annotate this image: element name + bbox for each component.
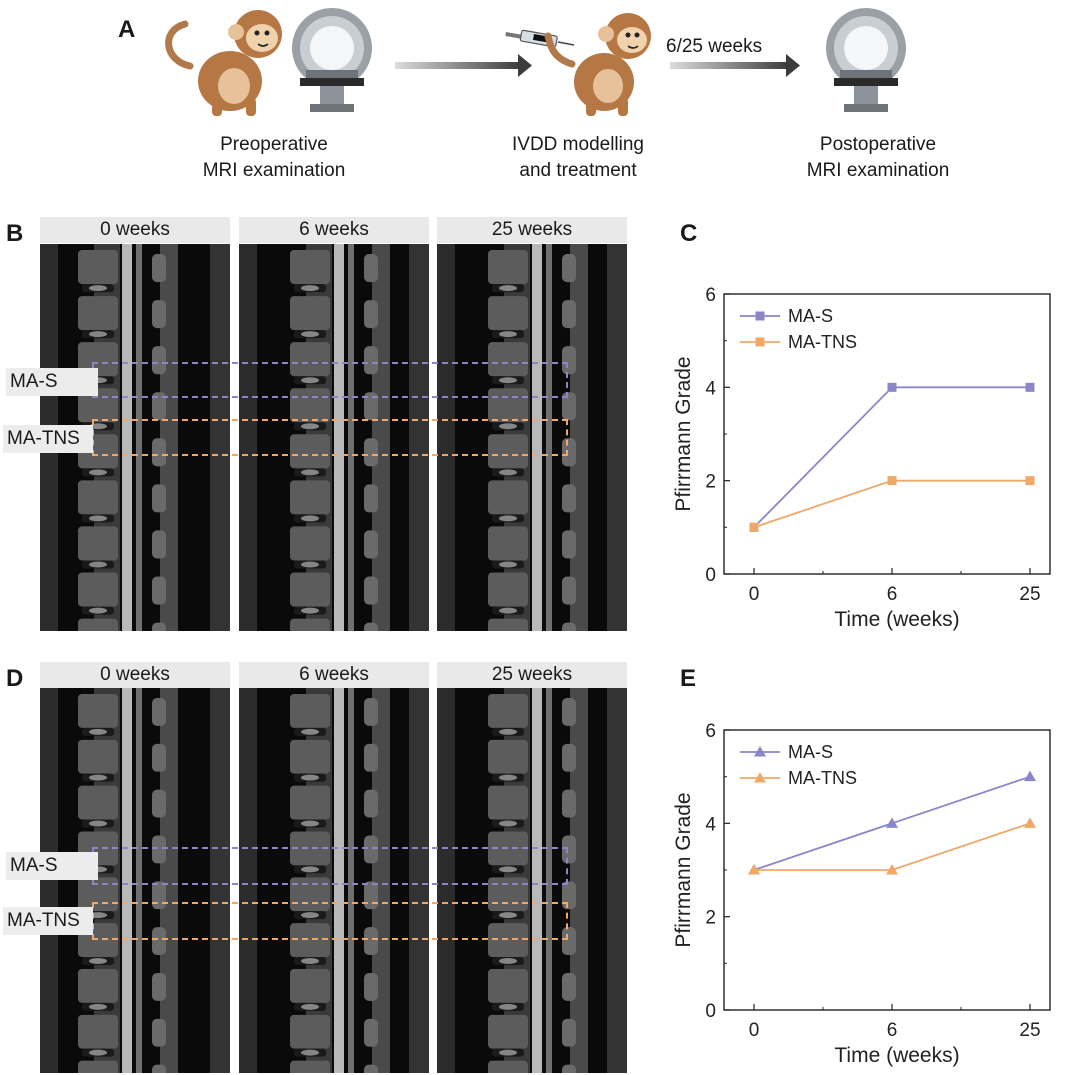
series-line-ma-tns (753, 479, 1030, 529)
data-point (887, 476, 897, 486)
caption-line: Postoperative (819, 134, 937, 155)
panel-label-c: C (680, 220, 698, 247)
data-point (748, 864, 760, 875)
caption-line: MRI examination (806, 160, 950, 181)
step3-caption: Postoperative MRI examination (768, 132, 988, 184)
legend-label: MA-S (788, 742, 833, 762)
caption-line: IVDD modelling (512, 134, 644, 155)
data-point (886, 864, 898, 875)
series-line-ma-s (753, 386, 1030, 528)
legend-marker (754, 746, 766, 757)
mri-spine-graphic (437, 688, 627, 1073)
y-tick-label: 4 (705, 814, 716, 835)
x-tick-label: 25 (1019, 584, 1040, 605)
arrow-label: 6/25 weeks (666, 36, 763, 57)
panel-label-e: E (680, 665, 697, 692)
y-axis-label: Pfirrmann Grade (672, 356, 695, 511)
x-tick-label: 0 (749, 1020, 760, 1041)
series-line-ma-tns (754, 822, 1031, 871)
mri-image (40, 688, 230, 1073)
x-tick-label: 6 (887, 1020, 898, 1041)
mri-spine-graphic (437, 244, 627, 631)
column-header: 0 weeks (40, 662, 230, 688)
monkey-icon (165, 10, 282, 116)
y-tick-label: 2 (705, 472, 716, 493)
mri-spine-graphic (40, 244, 230, 631)
panel-label-d: D (6, 665, 24, 692)
y-tick-label: 2 (705, 908, 716, 929)
mri-spine-graphic (239, 244, 429, 631)
plot-frame (723, 293, 1051, 575)
x-tick-label: 25 (1019, 1020, 1040, 1041)
mri-spine-graphic (40, 688, 230, 1073)
monkey-icon (544, 13, 651, 116)
column-header: 0 weeks (40, 217, 230, 243)
x-tick-label: 0 (749, 584, 760, 605)
x-tick-label: 6 (887, 584, 898, 605)
legend-marker (755, 337, 765, 347)
ma-s-region-box (92, 362, 568, 398)
ma-tns-region-box (92, 902, 568, 940)
legend-marker (755, 311, 765, 321)
mri-image (40, 244, 230, 631)
y-tick-label: 0 (705, 1001, 716, 1022)
mri-image (437, 244, 627, 631)
y-tick-label: 0 (705, 565, 716, 586)
step2-caption: IVDD modelling and treatment (468, 132, 688, 184)
row-label-ma-tns: MA-TNS (3, 907, 93, 935)
x-axis-label: Time (weeks) (834, 1044, 959, 1067)
legend-label: MA-TNS (788, 768, 857, 788)
syringe-icon (505, 29, 575, 48)
caption-line: and treatment (519, 160, 637, 181)
legend-marker (754, 772, 766, 783)
y-tick-label: 6 (705, 721, 716, 742)
data-point (749, 522, 759, 532)
mri-scanner-icon (292, 8, 372, 112)
column-header: 6 weeks (239, 662, 429, 688)
legend-label: MA-S (788, 306, 833, 326)
y-tick-label: 4 (705, 378, 716, 399)
mri-spine-graphic (239, 688, 429, 1073)
column-header: 25 weeks (437, 217, 627, 243)
data-point (1025, 382, 1035, 392)
arrow-icon (670, 54, 800, 77)
row-label-ma-s: MA-S (6, 852, 98, 880)
caption-line: MRI examination (202, 160, 346, 181)
y-tick-label: 6 (705, 285, 716, 306)
row-label-ma-s: MA-S (6, 368, 98, 396)
panel-label-a: A (118, 16, 136, 43)
data-point (1025, 476, 1035, 486)
y-axis-label: Pfirrmann Grade (672, 792, 695, 947)
row-label-ma-tns: MA-TNS (3, 425, 93, 453)
data-point (1024, 817, 1036, 828)
mri-scanner-icon (826, 8, 906, 112)
data-point (886, 817, 898, 828)
schematic-illustration (165, 8, 906, 116)
ma-s-region-box (92, 847, 568, 885)
data-point (887, 382, 897, 392)
ma-tns-region-box (92, 419, 568, 456)
arrow-icon (395, 54, 532, 77)
panel-label-b: B (6, 220, 24, 247)
data-point (1024, 770, 1036, 782)
mri-image (239, 688, 429, 1073)
step1-caption: Preoperative MRI examination (164, 132, 384, 184)
column-header: 6 weeks (239, 217, 429, 243)
column-header: 25 weeks (437, 662, 627, 688)
mri-image (437, 688, 627, 1073)
legend-label: MA-TNS (788, 332, 857, 352)
caption-line: Preoperative (220, 134, 328, 155)
x-axis-label: Time (weeks) (834, 608, 959, 631)
mri-image (239, 244, 429, 631)
